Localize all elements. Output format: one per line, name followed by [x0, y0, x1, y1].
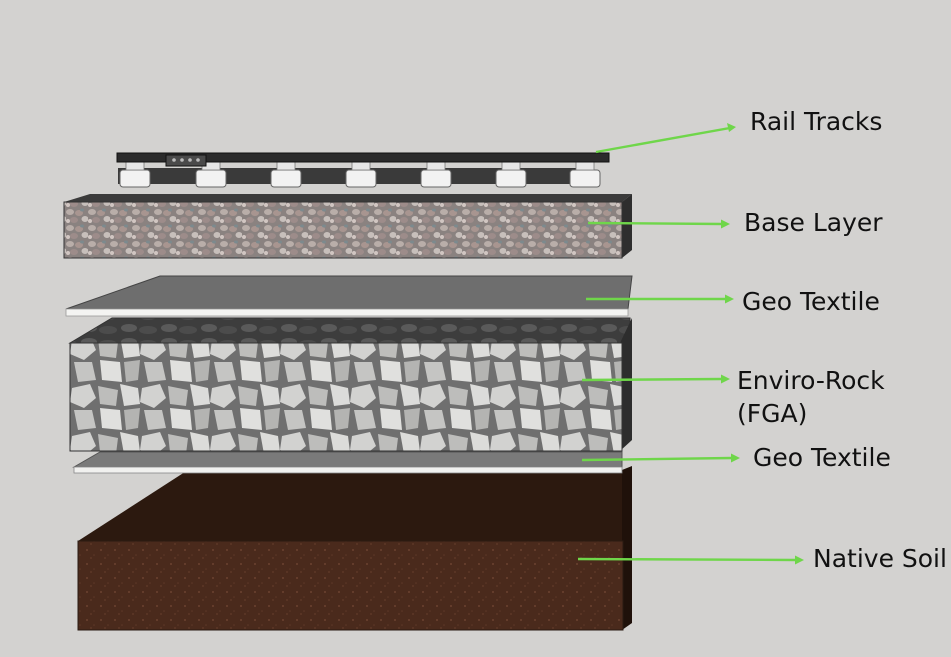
label-base-layer: Base Layer	[744, 208, 883, 237]
rail-tracks	[116, 152, 610, 188]
label-arrows	[577, 123, 804, 565]
label-geo-textile-lower: Geo Textile	[753, 443, 891, 472]
native-soil-layer	[77, 466, 632, 631]
arrow-native-soil	[577, 557, 797, 562]
label-native-soil: Native Soil	[813, 544, 947, 573]
label-enviro-rock-line-2: (FGA)	[737, 399, 808, 428]
label-geo-textile-upper: Geo Textile	[742, 287, 880, 316]
enviro-rock-layer	[68, 317, 632, 452]
arrow-base-layer	[587, 221, 723, 226]
label-enviro-rock-line-1: Enviro-Rock	[737, 366, 885, 395]
rail-joint-plate	[165, 154, 207, 167]
label-rail-tracks: Rail Tracks	[750, 107, 883, 136]
geo-textile-lower-sheet	[72, 451, 623, 474]
rail-bar	[116, 152, 610, 163]
arrow-geo-textile-lower	[581, 456, 733, 462]
rail-ties	[118, 160, 601, 188]
base-layer	[63, 194, 632, 259]
geo-textile-upper-sheet	[65, 275, 633, 317]
arrow-rail-tracks	[595, 126, 731, 154]
arrow-enviro-rock	[581, 377, 723, 382]
label-enviro-rock: Enviro-Rock (FGA)	[737, 364, 885, 430]
